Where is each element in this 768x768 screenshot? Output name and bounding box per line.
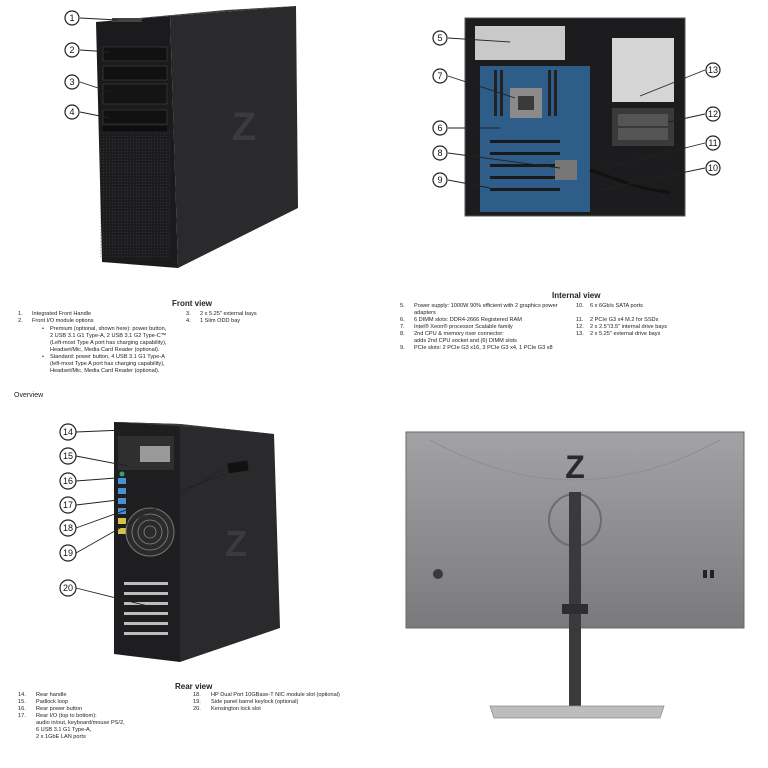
callout-4: 4: [64, 104, 80, 120]
svg-text:16: 16: [63, 476, 73, 486]
list-item: 3.2 x 5.25" external bays: [186, 311, 257, 317]
svg-text:9: 9: [437, 175, 442, 185]
internal-list-right: 10.6 x 6Gb/s SATA ports 11.2 PCIe G3 x4 …: [576, 303, 736, 338]
svg-text:6: 6: [437, 123, 442, 133]
list-item: 9.PCIe slots: 2 PCIe G3 x16, 3 PCIe G3 x…: [400, 345, 553, 351]
callout-11: 11: [705, 135, 721, 151]
svg-text:1: 1: [69, 13, 74, 23]
overview-label: Overview: [14, 392, 44, 399]
svg-text:2: 2: [69, 45, 74, 55]
svg-text:19: 19: [63, 548, 73, 558]
callout-8: 8: [432, 145, 448, 161]
svg-text:4: 4: [69, 107, 74, 117]
svg-text:13: 13: [708, 65, 718, 75]
list-item: 4.1 Slim ODD bay: [186, 318, 241, 324]
front-list-left: 1.Integrated Front Handle 2.Front I/O mo…: [18, 311, 208, 376]
svg-text:8: 8: [437, 148, 442, 158]
front-view-title: Front view: [172, 299, 213, 308]
callout-3: 3: [64, 74, 80, 90]
callout-12: 12: [705, 106, 721, 122]
callout-16: 16: [59, 472, 77, 490]
rear-view-title: Rear view: [175, 682, 213, 691]
svg-text:7: 7: [437, 71, 442, 81]
list-item: 7.Intel® Xeon® processor Scalable family: [400, 324, 513, 330]
callout-19: 19: [59, 544, 77, 562]
callout-9: 9: [432, 172, 448, 188]
list-item: 11.2 PCIe G3 x4 M.2 for SSDs: [576, 317, 659, 323]
list-item: 5.Power supply: 1000W 90% efficient with…: [400, 303, 558, 316]
list-item: 1.Integrated Front Handle: [18, 311, 92, 317]
list-item: 17.Rear I/O (top to bottom): audio in/ou…: [18, 713, 125, 740]
list-item: 13.2 x 5.25" external drive bays: [576, 331, 661, 337]
svg-text:10: 10: [708, 163, 718, 173]
sub-item: Standard: power button, 4 USB 3.1 G1 Typ…: [42, 354, 208, 375]
callout-10: 10: [705, 160, 721, 176]
callout-18: 18: [59, 519, 77, 537]
internal-list-left: 5.Power supply: 1000W 90% efficient with…: [400, 303, 580, 352]
callout-13: 13: [705, 62, 721, 78]
rear-list-right: 18.HP Dual Port 10GBase-T NIC module slo…: [193, 692, 383, 713]
svg-text:3: 3: [69, 77, 74, 87]
callout-2: 2: [64, 42, 80, 58]
callout-6: 6: [432, 120, 448, 136]
callout-14: 14: [59, 423, 77, 441]
svg-text:15: 15: [63, 451, 73, 461]
list-item: 8.2nd CPU & memory riser connector: adds…: [400, 331, 517, 344]
list-item: 20.Kensington lock slot: [193, 706, 261, 712]
list-item: 6.6 DIMM slots: DDR4-2666 Registered RAM: [400, 317, 522, 323]
svg-text:12: 12: [708, 109, 718, 119]
list-item: 19.Side panel barrel keylock (optional): [193, 699, 299, 705]
svg-text:20: 20: [63, 583, 73, 593]
callout-7: 7: [432, 68, 448, 84]
front-list-right: 3.2 x 5.25" external bays 4.1 Slim ODD b…: [186, 311, 306, 325]
list-item: 14.Rear handle: [18, 692, 67, 698]
callout-17: 17: [59, 496, 77, 514]
svg-text:18: 18: [63, 523, 73, 533]
svg-text:17: 17: [63, 500, 73, 510]
callout-15: 15: [59, 447, 77, 465]
svg-text:14: 14: [63, 427, 73, 437]
svg-text:Z: Z: [225, 523, 247, 564]
svg-text:5: 5: [437, 33, 442, 43]
callout-20: 20: [59, 579, 77, 597]
monitor-z-logo: Z: [565, 449, 585, 485]
callout-1: 1: [64, 10, 80, 26]
list-item: 16.Rear power button: [18, 706, 83, 712]
callout-5: 5: [432, 30, 448, 46]
list-item: 10.6 x 6Gb/s SATA ports: [576, 303, 643, 309]
list-item: 15.Padlock loop: [18, 699, 69, 705]
sub-item: Premium (optional, shown here): power bu…: [42, 326, 208, 354]
svg-text:Z: Z: [232, 105, 256, 149]
list-item: 12.2 x 2.5"/3.5" internal drive bays: [576, 324, 668, 330]
list-item: 2.Front I/O module options Premium (opti…: [18, 318, 208, 375]
internal-view-title: Internal view: [552, 291, 601, 300]
rear-list-left: 14.Rear handle 15.Padlock loop 16.Rear p…: [18, 692, 193, 741]
svg-text:11: 11: [708, 138, 717, 148]
list-item: 18.HP Dual Port 10GBase-T NIC module slo…: [193, 692, 340, 698]
